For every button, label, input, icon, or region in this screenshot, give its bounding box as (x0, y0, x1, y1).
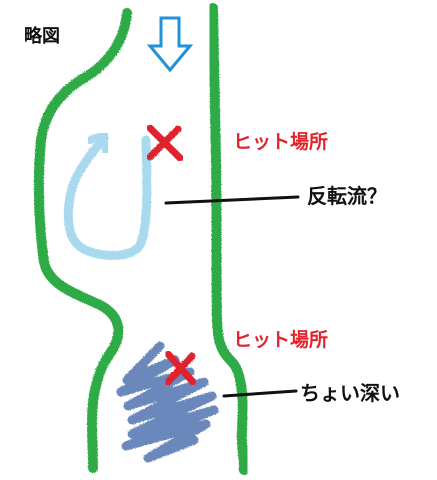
x-mark-icon (146, 124, 184, 162)
down-arrow-icon (146, 16, 194, 73)
leader-line-deep (222, 389, 298, 398)
curved-arrow-head (86, 131, 110, 155)
diagram-title: 略図 (24, 26, 60, 47)
deep-area-scribble (116, 341, 219, 463)
x-mark-icon (164, 350, 197, 386)
curved-arrow-icon (63, 133, 152, 260)
reverse-flow-label: 反転流？ (307, 184, 387, 208)
leader-line-reverse-flow (164, 195, 300, 205)
hit-spot-label: ヒット場所 (233, 131, 329, 153)
left-riverbank (33, 8, 132, 473)
deep-area-label: ちょい深い (300, 381, 400, 405)
right-riverbank (208, 3, 249, 475)
hit-spot-label: ヒット場所 (233, 329, 329, 351)
